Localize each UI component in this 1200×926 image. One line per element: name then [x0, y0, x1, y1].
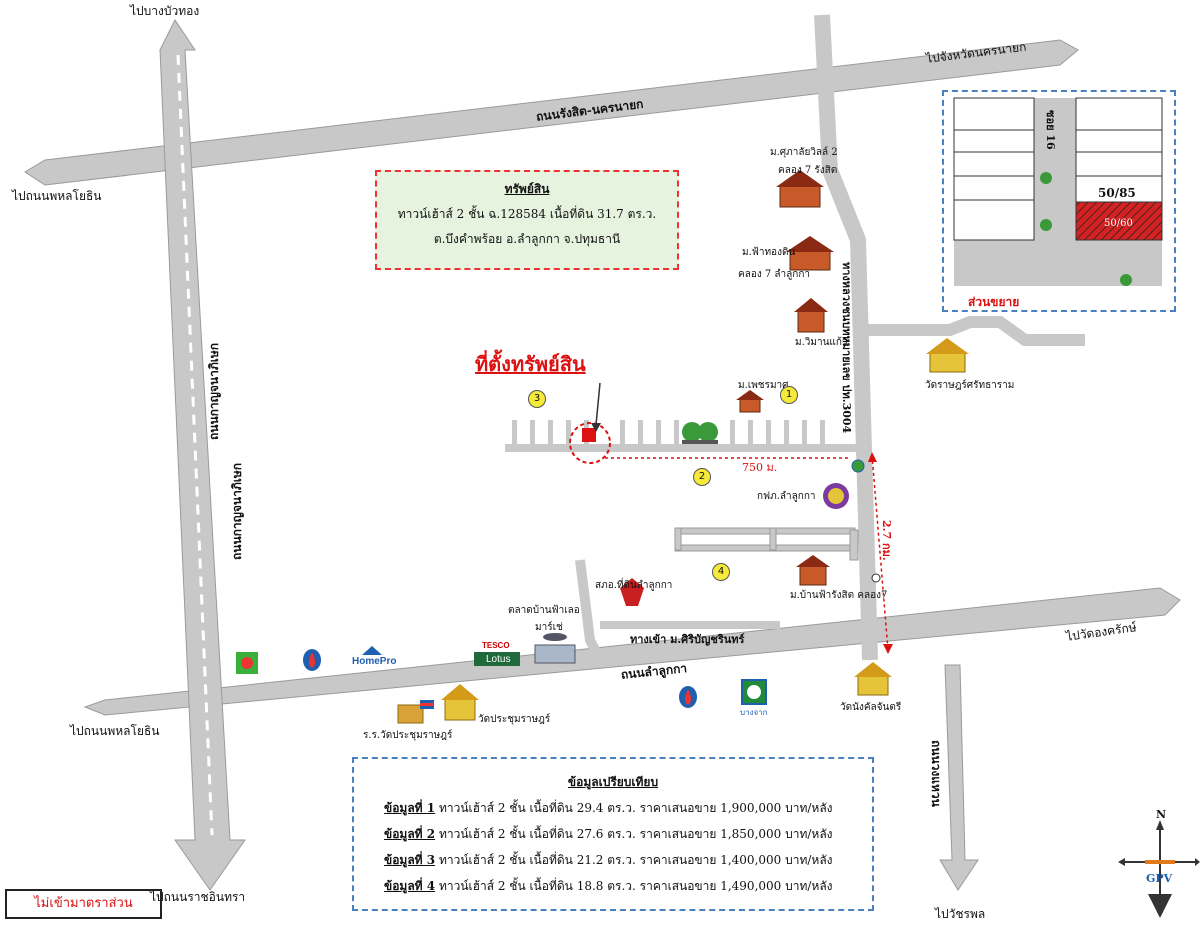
- landmark-farung: ม.ฟ้าทองดิน: [742, 247, 796, 258]
- landmark-wat-rat: วัดราษฎร์ศรัทธาราม: [925, 380, 1015, 391]
- compass-north-label: N: [1156, 808, 1167, 821]
- comparable-row-label: ข้อมูลที่ 3: [384, 853, 436, 867]
- inset-frame: [942, 90, 1176, 312]
- junction-marker-icon: [851, 459, 881, 583]
- road-kanchanaphisek-label-b: ถนนกาญจนาภิเษก: [230, 462, 244, 560]
- inset-plot-number: 50/85: [1098, 186, 1136, 200]
- property-location-title: ที่ตั้งทรัพย์สิน: [475, 352, 586, 376]
- comparable-row-label: ข้อมูลที่ 4: [384, 879, 436, 893]
- property-box-title: ทรัพย์สิน: [504, 182, 550, 196]
- marker-2: 2: [693, 468, 711, 486]
- landmark-market-b: มาร์เช่: [535, 622, 563, 633]
- direction-phahon-top-label: ไปถนนพหลโยธิน: [12, 189, 102, 203]
- landmark-wimarn: ม.วิมานแก้ว: [795, 337, 848, 348]
- landmark-wat-prachum: วัดประชุมราษฎร์: [478, 714, 551, 725]
- road-entrance-label: ทางเข้า ม.ศิริบัญชรินทร์: [630, 633, 745, 646]
- landmark-suphakorn: ม.ศุภาลัยวิลล์ 2: [770, 147, 838, 158]
- house-icon: [739, 184, 831, 586]
- tree-icon: [682, 422, 718, 444]
- direction-ratchainthra-label: ไปถนนราชอินทรา: [150, 890, 246, 904]
- tesco-lotus-logo: [474, 652, 520, 666]
- compass-logo: GPV: [1146, 872, 1173, 885]
- comparable-row: ข้อมูลที่ 2 ทาวน์เฮ้าส์ 2 ชั้น เนื้อที่ด…: [384, 825, 872, 844]
- comparable-row-text: ทาวน์เฮ้าส์ 2 ชั้น เนื้อที่ดิน 18.8 ตร.ว…: [438, 879, 833, 893]
- comparable-row-text: ทาวน์เฮ้าส์ 2 ชั้น เนื้อที่ดิน 27.6 ตร.ว…: [438, 827, 833, 841]
- comparable-row-label: ข้อมูลที่ 2: [384, 827, 436, 841]
- road-south-chaphon: [939, 664, 979, 891]
- road-route-3004: [814, 14, 878, 661]
- fuel-icon: [303, 649, 697, 708]
- scale-note: ไม่เข้ามาตราส่วน: [5, 889, 162, 919]
- school-icon: [420, 700, 434, 709]
- landmark-suphakorn-b: คลอง 7 รังสิต: [778, 165, 838, 176]
- direction-phahon-bottom-label: ไปถนนพหลโยธิน: [70, 724, 160, 738]
- inset-label: ส่วนขยาย: [968, 295, 1020, 309]
- distance-750-label: 750 ม.: [742, 461, 778, 474]
- marker-3: 3: [528, 390, 546, 408]
- comparable-data-box: ข้อมูลเปรียบเทียบ ข้อมูลที่ 1 ทาวน์เฮ้าส…: [352, 757, 874, 911]
- comparable-title: ข้อมูลเปรียบเทียบ: [567, 775, 659, 789]
- landmark-kfk: กฟภ.ลำลูกกา: [757, 491, 816, 502]
- temple-icon: [397, 338, 969, 724]
- market-icon: [534, 633, 576, 664]
- homepro-label: HomePro: [352, 656, 397, 667]
- road-south-label: ถนนวงแหวน: [929, 740, 943, 807]
- soi-comparable-4: [674, 527, 859, 561]
- eagle-emblem-icon: [620, 578, 644, 606]
- road-lam-luk-ka: [83, 587, 1181, 716]
- road-rangsit-nakhonnayok: [24, 39, 1079, 186]
- landmark-school: ร.ร.วัดประชุมราษฎร์: [363, 730, 453, 741]
- direction-chaphon-label: ไปวัชรพล: [935, 907, 986, 921]
- comparable-row-text: ทาวน์เฮ้าส์ 2 ชั้น เนื้อที่ดิน 21.2 ตร.ว…: [438, 853, 833, 867]
- bangchak-label: บางจาก: [740, 708, 768, 717]
- property-line-2: ต.บึงคำพร้อย อ.ลำลูกกา จ.ปทุมธานี: [433, 232, 621, 246]
- property-marker: [569, 382, 850, 464]
- landmark-market: ตลาดบ้านฟ้าเลอ: [508, 605, 580, 616]
- landmark-wat-nang: วัดนังคัลจันตรี: [840, 702, 902, 713]
- inset-plot-highlight: 50/60: [1104, 218, 1133, 229]
- landmark-farung-b: คลอง 7 ลำลูกกา: [738, 269, 811, 280]
- landmark-baan-rangsit: ม.บ้านฟ้ารังสิต คลอง7: [790, 590, 888, 601]
- tesco-label: TESCO: [482, 641, 510, 650]
- road-kanchanaphisek: [159, 19, 246, 891]
- comparable-row: ข้อมูลที่ 3 ทาวน์เฮ้าส์ 2 ชั้น เนื้อที่ด…: [384, 851, 872, 870]
- direction-north-label: ไปบางบัวทอง: [130, 4, 200, 18]
- road-side-east: [862, 316, 1085, 346]
- marker-4: 4: [712, 563, 730, 581]
- comparable-row-text: ทาวน์เฮ้าส์ 2 ชั้น เนื้อที่ดิน 29.4 ตร.ว…: [438, 801, 833, 815]
- compass-icon: [1118, 820, 1200, 918]
- bangchak-icon: [741, 679, 767, 705]
- road-entrance-west: [575, 559, 605, 663]
- soi-property: [505, 420, 860, 452]
- comparable-row: ข้อมูลที่ 1 ทาวน์เฮ้าส์ 2 ชั้น เนื้อที่ด…: [384, 799, 872, 818]
- comparable-row-label: ข้อมูลที่ 1: [384, 801, 436, 815]
- road-kanchanaphisek-label-a: ถนนกาญจนาภิเษก: [207, 342, 221, 440]
- landmark-police: สภอ.ที่ดินลำลูกกา: [595, 580, 673, 591]
- comparable-row: ข้อมูลที่ 4 ทาวน์เฮ้าส์ 2 ชั้น เนื้อที่ด…: [384, 877, 872, 896]
- property-line-1: ทาวน์เฮ้าส์ 2 ชั้น ฉ.128584 เนื้อที่ดิน …: [397, 207, 657, 221]
- homepro-logo: [362, 646, 382, 655]
- distance-27-label: 2.7 กม.: [880, 520, 893, 561]
- pea-emblem-icon: [823, 483, 849, 509]
- store-icon: [236, 652, 258, 674]
- distance-marker-27: [868, 452, 893, 654]
- house-roof-icon: [736, 170, 834, 567]
- marker-1: 1: [780, 386, 798, 404]
- landmark-phrommas: ม.เพชรมาศ: [738, 380, 789, 391]
- lotus-label: Lotus: [486, 654, 511, 665]
- property-info-box: ทรัพย์สิน ทาวน์เฮ้าส์ 2 ชั้น ฉ.128584 เน…: [375, 170, 679, 270]
- inset-soi-label: ซอย 16: [1044, 110, 1057, 150]
- inset-map: [953, 97, 1163, 286]
